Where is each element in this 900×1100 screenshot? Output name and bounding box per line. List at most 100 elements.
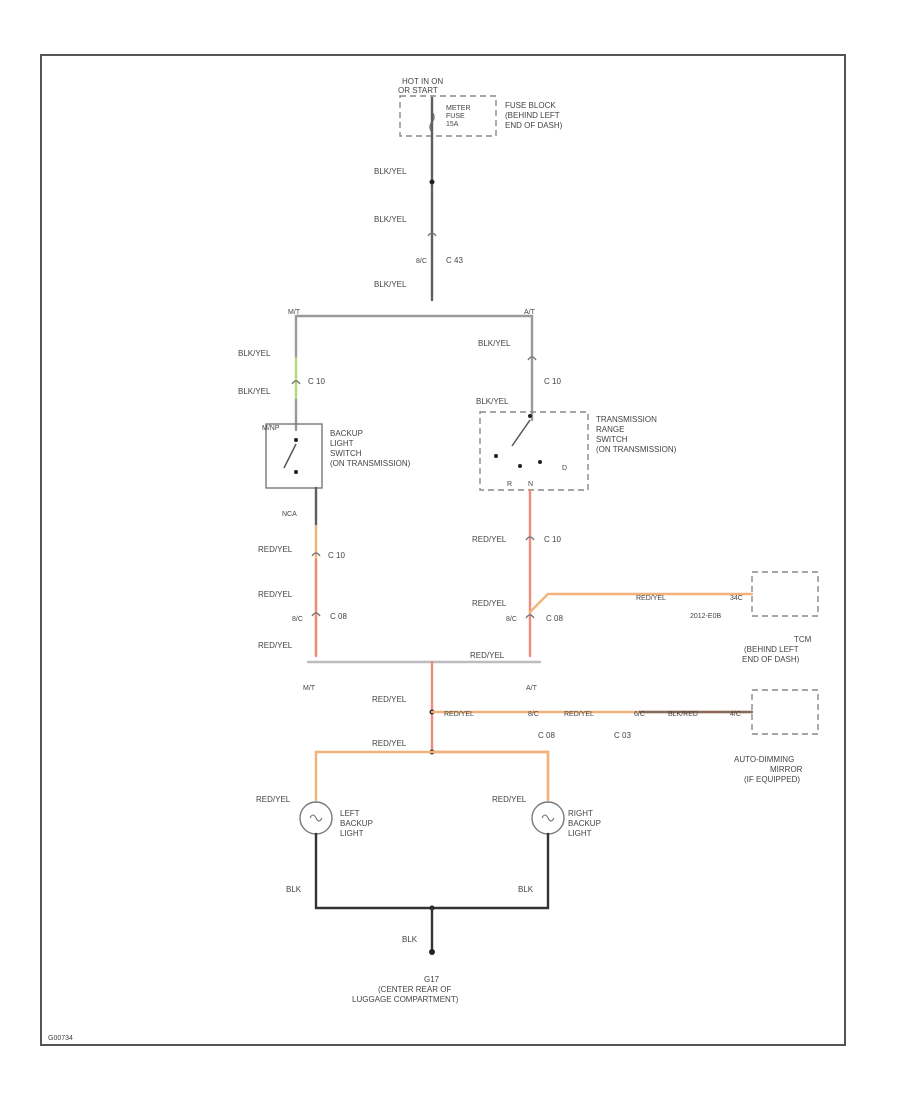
wire-color-label: RED/YEL bbox=[636, 595, 666, 602]
connector-pin: 8/C bbox=[292, 616, 303, 623]
right-light-label-1: RIGHT bbox=[568, 809, 593, 818]
fuse-block bbox=[399, 95, 497, 137]
wire-color-label: RED/YEL bbox=[372, 695, 407, 704]
right-light-feed-wire bbox=[430, 750, 550, 802]
fuse-rating: 15A bbox=[446, 121, 459, 128]
range-pos-d: D bbox=[562, 465, 567, 472]
wire-color-label: BLK/YEL bbox=[476, 397, 509, 406]
wire-color-label: BLK bbox=[402, 935, 418, 944]
connector-symbol bbox=[311, 612, 321, 617]
fuse-name: METER bbox=[446, 105, 471, 112]
merge-label-mt: M/T bbox=[303, 685, 316, 692]
mirror-pin: 4/C bbox=[730, 711, 741, 718]
left-light-label-3: LIGHT bbox=[340, 829, 364, 838]
switch-terminal bbox=[518, 464, 522, 468]
switch-terminal bbox=[294, 470, 298, 474]
wire-color-label: RED/YEL bbox=[492, 795, 527, 804]
connector-id: C 08 bbox=[538, 731, 555, 740]
branch-label-mt: M/T bbox=[288, 309, 301, 316]
backup-switch-label-2: LIGHT bbox=[330, 439, 354, 448]
wire-color-label: BLK bbox=[518, 885, 534, 894]
left-light-label-2: BACKUP bbox=[340, 819, 373, 828]
wire-color-label: RED/YEL bbox=[470, 651, 505, 660]
ground-label-2: LUGGAGE COMPARTMENT) bbox=[352, 995, 459, 1004]
mirror-branch: RED/YEL 8/C RED/YEL 6/C BLK/RED 4/C C 08… bbox=[430, 710, 754, 740]
backup-light-switch bbox=[265, 423, 323, 489]
wire-color-label: RED/YEL bbox=[472, 535, 507, 544]
wire-label-nca: NCA bbox=[282, 511, 297, 518]
range-switch-label-2: RANGE bbox=[596, 425, 624, 434]
connector-symbol bbox=[311, 552, 321, 557]
connector-id: C 08 bbox=[546, 614, 563, 623]
diagram-frame bbox=[40, 54, 846, 1046]
right-light-label-2: BACKUP bbox=[568, 819, 601, 828]
mt-branch: BLK/YEL BLK/YEL C 10 M/NP BACKUP LIGHT S… bbox=[238, 314, 411, 658]
left-backup-light: RED/YEL LEFT BACKUP LIGHT bbox=[256, 795, 373, 838]
ground-wire bbox=[314, 832, 550, 910]
wire-color-label: BLK/YEL bbox=[374, 280, 407, 289]
tcm-label-2: (BEHIND LEFT bbox=[744, 645, 799, 654]
wire-color-label: BLK/YEL bbox=[374, 215, 407, 224]
at-branch: BLK/YEL C 10 BLK/YEL D R N TRANSMISSION … bbox=[470, 314, 754, 660]
wire-color-label: RED/YEL bbox=[372, 739, 407, 748]
tcm-module bbox=[751, 571, 819, 617]
range-switch-label-4: (ON TRANSMISSION) bbox=[596, 445, 677, 454]
fuse-block-label-1: FUSE BLOCK bbox=[505, 101, 556, 110]
mirror-label-1: AUTO-DIMMING bbox=[734, 755, 794, 764]
tcm-ref: 2012-E0B bbox=[690, 613, 721, 620]
bulb-filament-icon bbox=[541, 814, 555, 822]
ground-id: G17 bbox=[424, 975, 440, 984]
auto-dimming-mirror bbox=[751, 689, 819, 735]
mirror-label-2: MIRROR bbox=[770, 765, 803, 774]
wire-color-label: BLK/YEL bbox=[238, 387, 271, 396]
hot-label-2: OR START bbox=[398, 86, 438, 95]
splice-dot bbox=[429, 179, 435, 185]
connector-pin: 8/C bbox=[416, 258, 427, 265]
connector-id: C 10 bbox=[308, 377, 325, 386]
mirror-label-3: (IF EQUIPPED) bbox=[744, 775, 800, 784]
switch-contact bbox=[283, 443, 297, 469]
connector-id: C 43 bbox=[446, 256, 463, 265]
tcm-label-3: END OF DASH) bbox=[742, 655, 800, 664]
transmission-range-switch bbox=[479, 411, 589, 491]
wire-color-label: BLK/YEL bbox=[238, 349, 271, 358]
connector-pin: 8/C bbox=[506, 616, 517, 623]
switch-contact bbox=[511, 419, 531, 447]
mirror-wire-code: BLK/RED bbox=[668, 711, 698, 718]
switch-terminal bbox=[538, 460, 542, 464]
right-backup-light: RED/YEL RIGHT BACKUP LIGHT bbox=[492, 795, 601, 838]
range-switch-label-3: SWITCH bbox=[596, 435, 628, 444]
bulb-filament-icon bbox=[309, 814, 323, 822]
backup-switch-label-4: (ON TRANSMISSION) bbox=[330, 459, 411, 468]
range-switch-label-1: TRANSMISSION bbox=[596, 415, 657, 424]
tcm-pin: 34C bbox=[730, 595, 743, 602]
tcm-wire bbox=[528, 592, 754, 614]
branch-label-at: A/T bbox=[524, 309, 536, 316]
backup-switch-label-3: SWITCH bbox=[330, 449, 362, 458]
figure-id: G00734 bbox=[48, 1035, 73, 1042]
right-light-label-3: LIGHT bbox=[568, 829, 592, 838]
wire-color-label: BLK/YEL bbox=[478, 339, 511, 348]
mirror-mid-pin: 6/C bbox=[634, 711, 645, 718]
wire-color-label: RED/YEL bbox=[472, 599, 507, 608]
right-light-feed-tracer bbox=[430, 750, 550, 802]
connector-symbol bbox=[427, 232, 437, 237]
fuse-block-label-2: (BEHIND LEFT bbox=[505, 111, 560, 120]
wire-color-label: RED/YEL bbox=[564, 711, 594, 718]
connector-id: C 10 bbox=[328, 551, 345, 560]
wire-color-label: RED/YEL bbox=[258, 545, 293, 554]
connector-symbol bbox=[525, 614, 535, 619]
wire-color-label: RED/YEL bbox=[258, 590, 293, 599]
hot-label: HOT IN ON bbox=[402, 77, 443, 86]
connector-symbol bbox=[527, 356, 537, 361]
connector-symbol bbox=[291, 380, 301, 385]
connector-symbol bbox=[525, 536, 535, 541]
switch-pin: M/NP bbox=[262, 425, 280, 432]
ground-point-icon bbox=[429, 949, 435, 955]
power-feed: HOT IN ON OR START METER FUSE 15A FUSE B… bbox=[374, 77, 563, 302]
connector-id: C 03 bbox=[614, 731, 631, 740]
wire-color-label: BLK/YEL bbox=[374, 167, 407, 176]
merge-label-at: A/T bbox=[526, 685, 538, 692]
wire-color-label: BLK bbox=[286, 885, 302, 894]
